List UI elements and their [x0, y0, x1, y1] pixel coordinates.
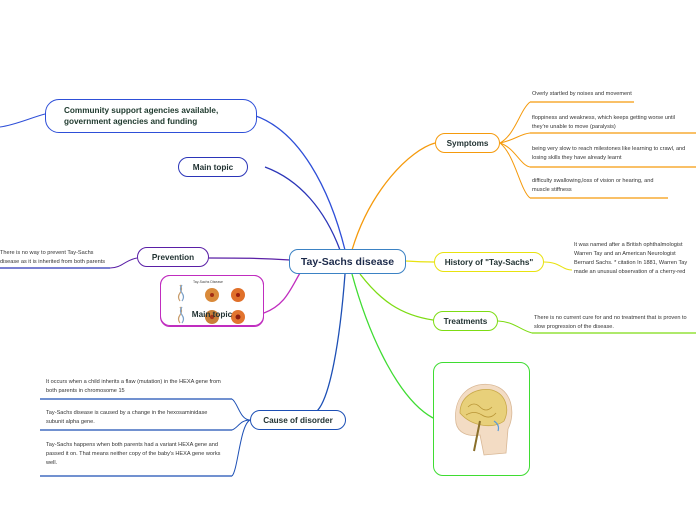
branch-community — [252, 114, 346, 251]
treatment-connector — [497, 320, 533, 334]
symptom-note-4: difficulty swallowing,loss of vision or … — [532, 178, 654, 193]
cause-note-1: It occurs when a child inherits a flaw (… — [46, 379, 221, 394]
cause-note-3: Tay-Sachs happens when both parents had … — [46, 442, 221, 466]
cause-connector — [231, 398, 251, 477]
topic-cause-of-disorder[interactable]: Cause of disorder — [250, 410, 346, 430]
branch-history — [405, 260, 435, 263]
brain-illustration — [455, 383, 513, 456]
branch-cause — [315, 273, 346, 413]
topic-symptoms[interactable]: Symptoms — [435, 133, 500, 153]
prevention-connector — [109, 257, 138, 269]
symptoms-connector — [499, 101, 531, 199]
branch-main-topic-1 — [264, 166, 341, 251]
treatment-note: There is no current cure for and no trea… — [534, 315, 687, 330]
symptom-note-1: Overly startled by noises and movement — [532, 91, 632, 97]
topic-main-topic-1[interactable]: Main topic — [178, 157, 248, 177]
central-topic[interactable]: Tay-Sachs disease — [289, 249, 406, 274]
community-connector — [0, 113, 46, 128]
topic-treatments[interactable]: Treatments — [433, 311, 498, 331]
branch-treatments — [359, 273, 434, 321]
illustration-title: Tay-Sachs Disease — [193, 280, 223, 284]
topic-community-support[interactable]: Community support agencies available, go… — [45, 99, 257, 133]
topic-history[interactable]: History of "Tay-Sachs" — [434, 252, 544, 272]
history-connector — [543, 261, 573, 271]
topic-prevention[interactable]: Prevention — [137, 247, 209, 267]
main-topic-2-border — [160, 275, 264, 326]
branch-prevention — [208, 257, 291, 261]
main-topic-2-label: Main topic — [191, 310, 233, 319]
prevention-note: There is no way to prevent Tay-Sachs dis… — [0, 250, 106, 265]
branch-brain-image — [351, 273, 434, 419]
symptom-note-3: being very slow to reach milestones like… — [532, 146, 686, 161]
branch-symptoms — [351, 142, 436, 251]
cause-note-2: Tay-Sachs disease is caused by a change … — [46, 410, 208, 425]
history-note: It was named after a British ophthalmolo… — [574, 242, 688, 275]
image-node-frame: Tay-Sachs Disease — [160, 275, 264, 326]
tay-sachs-illustration: Tay-Sachs Disease — [177, 280, 245, 324]
branch-main-topic-2 — [263, 272, 301, 314]
topic-brain-image[interactable] — [433, 362, 530, 476]
symptom-note-2: floppiness and weakness, which keeps get… — [532, 115, 676, 130]
